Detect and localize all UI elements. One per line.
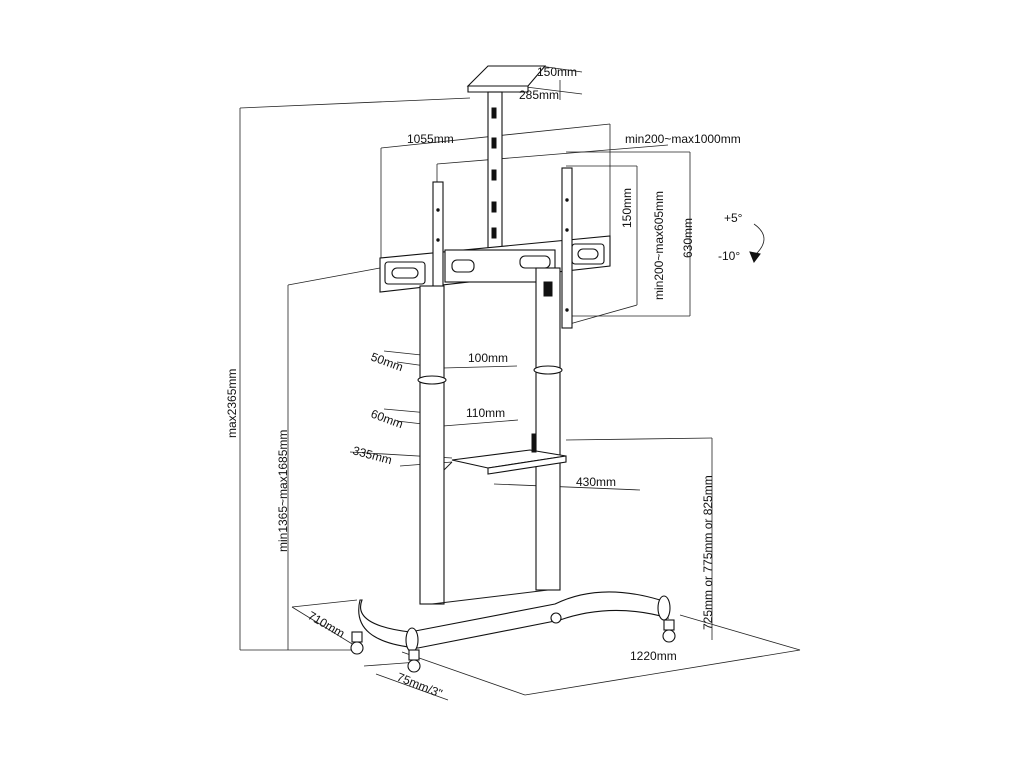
vesa-horizontal-label: min200~max1000mm [625, 132, 741, 146]
vesa-bracket [379, 167, 611, 333]
caster-front [407, 649, 421, 673]
bracket-span-label: 1055mm [407, 132, 454, 146]
vesa-vertical-label: min200~max605mm [652, 191, 666, 300]
caster-right [662, 619, 676, 643]
shelf [443, 433, 567, 475]
columns [417, 267, 563, 605]
tilt-down-label: -10° [718, 249, 740, 263]
top-plate-width-label: 150mm [537, 65, 577, 79]
caster-front-left [350, 631, 364, 655]
tilt-up-label: +5° [724, 211, 743, 225]
caster-label: 75mm/3" [395, 670, 444, 701]
column-width-lower-label: 110mm [466, 406, 505, 420]
base-depth-label: 710mm [306, 608, 348, 640]
column-depth-label: 50mm [369, 350, 405, 375]
mount-height-label: min1365~max1685mm [276, 430, 290, 552]
top-plate-depth-label: 285mm [519, 88, 559, 102]
base-width-label: 1220mm [630, 649, 677, 663]
shelf-height-label: 725mm or 775mm or 825mm [701, 475, 715, 630]
column-width-label: 100mm [468, 351, 508, 365]
caster-rear [550, 612, 562, 624]
tilt-arc [753, 223, 765, 257]
tilt-arrow [749, 251, 761, 264]
dimension-lines [239, 65, 801, 701]
shelf-width-label: 430mm [576, 475, 616, 489]
base-frame [350, 589, 676, 673]
shelf-depth-label: 335mm [351, 443, 393, 467]
total-height-label: max2365mm [225, 369, 239, 438]
rail-offset-label: 150mm [620, 188, 634, 228]
rail-height-label: 630mm [681, 218, 695, 258]
top-plate [466, 65, 547, 251]
